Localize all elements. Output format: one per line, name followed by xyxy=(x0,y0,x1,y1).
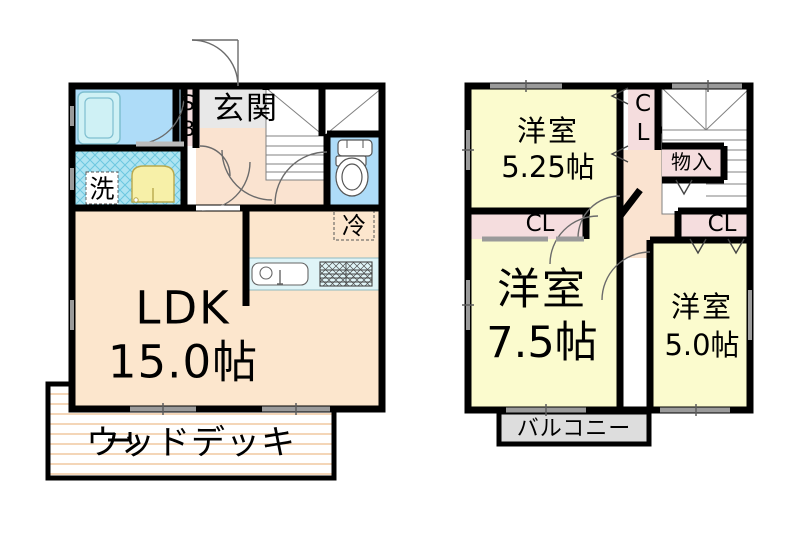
room-c-area-label: 5.0帖 xyxy=(664,328,739,362)
closet-upper-right xyxy=(628,88,658,150)
first-floor-plan: ウッドデッキ 洗 xyxy=(45,39,386,481)
wood-deck-label: ウッドデッキ xyxy=(86,423,296,463)
closet-right-label: CL xyxy=(708,211,737,237)
closet-left xyxy=(468,211,586,239)
wash-label-box xyxy=(85,171,119,205)
shoe-box-label-line2: B xyxy=(181,117,195,141)
wash-label: 洗 xyxy=(89,175,114,204)
storage-label: 物入 xyxy=(671,150,713,174)
room-western-50 xyxy=(650,240,748,410)
closet-right xyxy=(678,211,750,239)
balcony: バルコニー xyxy=(496,409,652,447)
closet-upper-right-label-1: C xyxy=(635,91,651,117)
room-western-75 xyxy=(468,216,620,410)
staircase-2f xyxy=(661,87,751,215)
room-b-label: 洋室 xyxy=(497,265,587,315)
closet-left-label: CL xyxy=(526,211,555,237)
room-b-area-label: 7.5帖 xyxy=(486,318,597,368)
genkan-label: 玄関 xyxy=(213,91,279,127)
room-c-label: 洋室 xyxy=(671,290,733,324)
ldk-label: LDK xyxy=(135,282,230,335)
bathtub-inner xyxy=(84,97,114,139)
closet-upper-right-label-2: L xyxy=(637,120,650,146)
balcony-label: バルコニー xyxy=(517,417,632,442)
room-a-area-label: 5.25帖 xyxy=(501,150,595,184)
shoe-box-label-line1: S xyxy=(181,91,194,115)
room-western-525 xyxy=(468,88,620,216)
second-floor-plan: バルコニー xyxy=(462,80,754,447)
fridge-label: 冷 xyxy=(342,212,366,240)
first-floor-doors xyxy=(70,39,330,415)
second-floor-doors xyxy=(462,80,752,416)
room-a-label: 洋室 xyxy=(517,114,579,148)
ldk-area-label: 15.0帖 xyxy=(108,336,258,389)
toilet-fixture xyxy=(335,139,373,197)
wash-basin-fixture xyxy=(131,165,175,203)
